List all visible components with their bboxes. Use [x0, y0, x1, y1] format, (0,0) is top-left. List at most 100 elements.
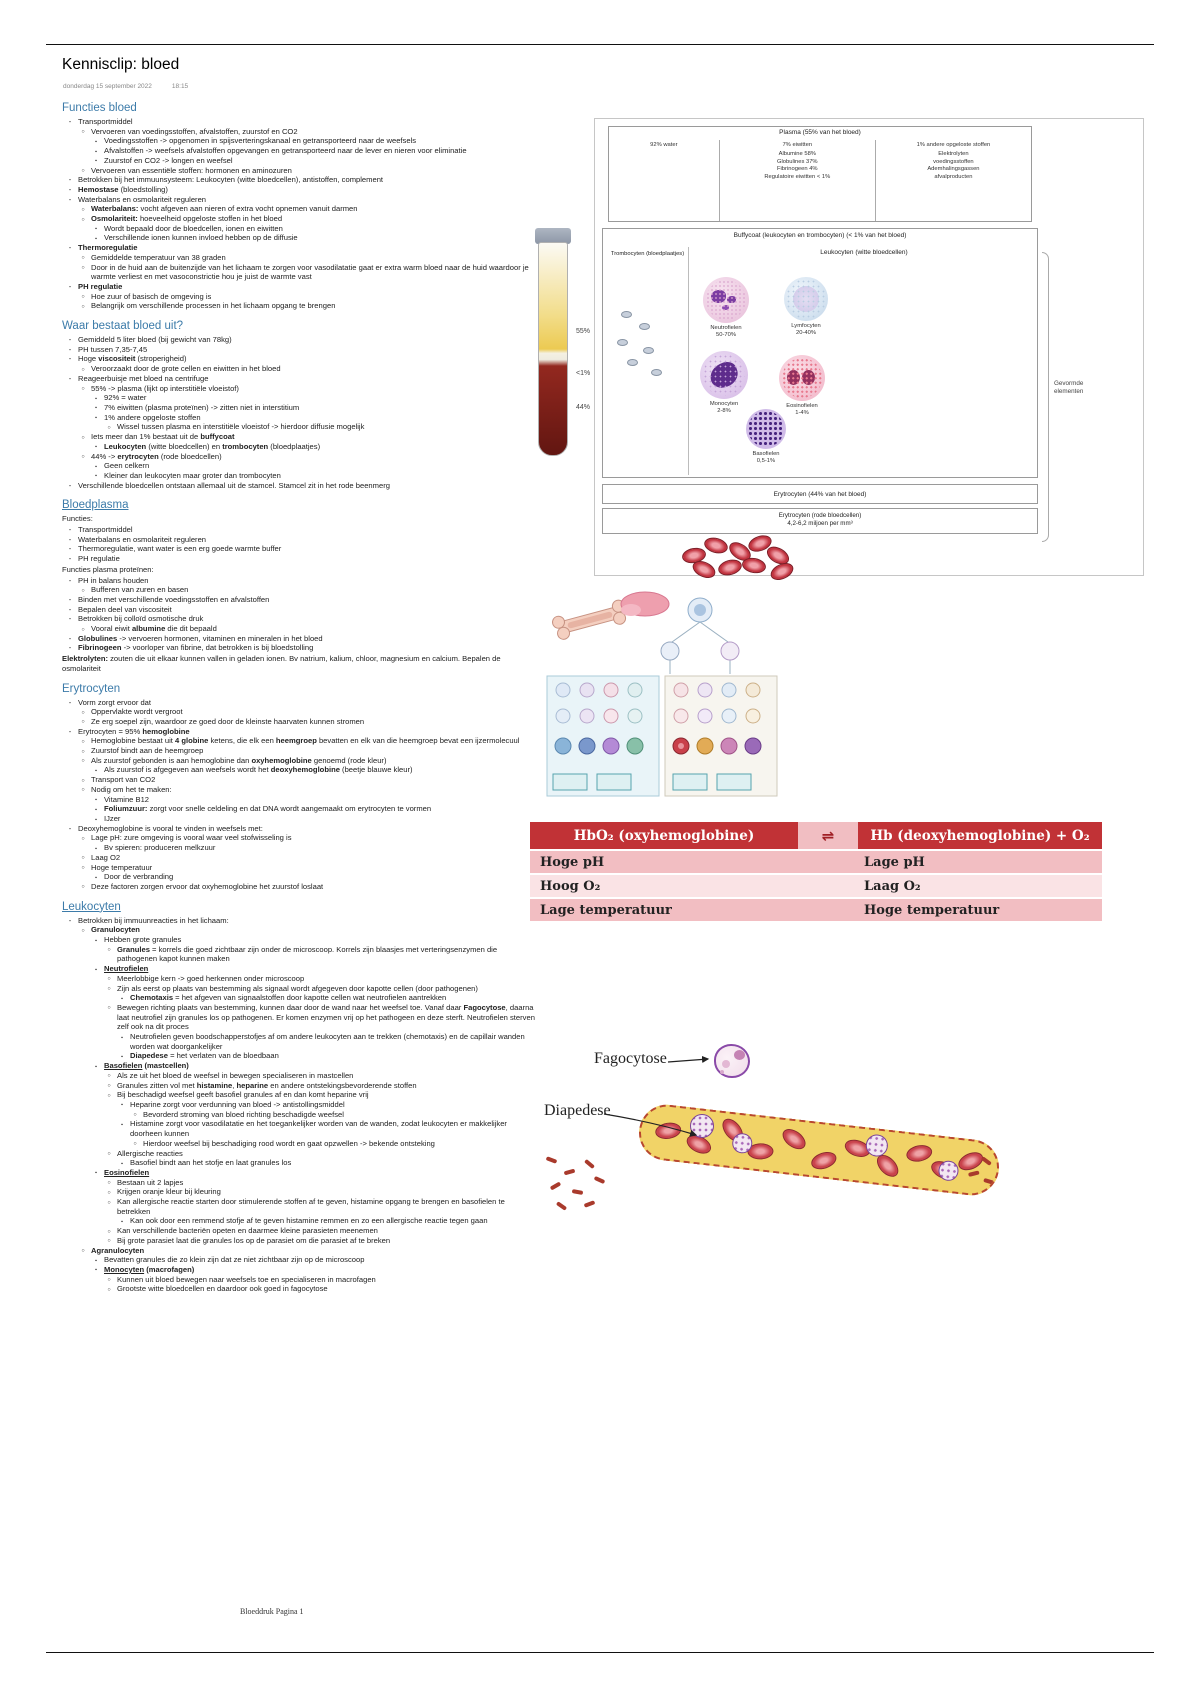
bullet-glyph: ▪: [95, 937, 97, 944]
note-list-item: ○Transport van CO2: [62, 775, 535, 785]
note-list-item: ○Bestaan uit 2 lapjes: [62, 1178, 535, 1188]
item-text: Zuurstof en CO2 -> longen en weefsel: [104, 155, 233, 165]
note-list-item: ▪1% andere opgeloste stoffen: [62, 413, 535, 423]
item-text: Vervoeren van voedingsstoffen, afvalstof…: [91, 126, 298, 136]
note-list-item: ○Granulocyten: [62, 925, 535, 935]
erytrocyt-icon: [716, 557, 744, 578]
note-list-item: ○Hoge temperatuur: [62, 863, 535, 873]
fagocytose-cell-icon: [714, 1044, 750, 1078]
note-list-item: ○Als ze uit het bloed de weefsel in bewe…: [62, 1071, 535, 1081]
bullet-glyph: -: [68, 175, 72, 185]
item-text: Thermoregulatie: [78, 243, 138, 252]
note-list-item: ▪Kan ook door een remmend stofje af te g…: [62, 1216, 535, 1226]
note-list-item: ▪Eosinofielen: [62, 1168, 535, 1178]
note-list-item: ▪7% eiwitten (plasma proteïnen) -> zitte…: [62, 403, 535, 413]
note-paragraph: Elektrolyten: zouten die uit elkaar kunn…: [62, 654, 535, 673]
bullet-glyph: ▪: [95, 138, 97, 145]
item-text: Hebben grote granules: [104, 935, 182, 945]
item-text: Functies:: [62, 514, 93, 524]
bullet-glyph: ○: [81, 129, 85, 136]
bullet-glyph: -: [68, 281, 72, 291]
bullet-glyph: ▪: [95, 797, 97, 804]
note-list-item: ▪IJzer: [62, 814, 535, 824]
bullet-glyph: ○: [81, 787, 85, 794]
note-list-item: ▪Leukocyten (witte bloedcellen) en tromb…: [62, 442, 535, 452]
item-text: Grootste witte bloedcellen en daardoor o…: [117, 1284, 328, 1294]
bullet-glyph: ○: [81, 748, 85, 755]
note-list-item: -Thermoregulatie: [62, 243, 535, 253]
section-heading: Functies bloed: [62, 102, 137, 114]
note-list-item: ○Laag O2: [62, 853, 535, 863]
item-text: Verschillende ionen kunnen invloed hebbe…: [104, 233, 298, 243]
plasma-proteins-column: 7% eiwitten Albumine 58%Globulines 37%Fi…: [718, 140, 875, 221]
erytrocyt-shape: [654, 1120, 683, 1141]
eos-cell-icon: [779, 355, 825, 401]
note-section: Leukocyten-Betrokken bij immuunreacties …: [62, 901, 535, 1294]
bullet-glyph: ▪: [95, 1063, 97, 1070]
buffycoat-box: Buffycoat (leukocyten en trombocyten) (<…: [602, 228, 1038, 478]
bacterium-icon: [555, 1201, 568, 1211]
styled-text: Thermoregulatie: [78, 243, 138, 253]
bullet-glyph: ▪: [95, 816, 97, 823]
label-line: voedingsstoffen: [933, 158, 974, 165]
note-list-item: -Hoge viscositeit (stroperigheid): [62, 354, 535, 364]
item-text: Heparine zorgt voor verdunning van bloed…: [130, 1099, 345, 1109]
item-text: Betrokken bij immuunreacties in het lich…: [78, 915, 229, 925]
styled-text: Globulines: [78, 633, 118, 643]
note-list-item: -Globulines -> vervoeren hormonen, vitam…: [62, 634, 535, 644]
trombocyten-panel: Trombocyten (bloedplaatjes): [607, 247, 689, 475]
note-list-item: -Transportmiddel: [62, 525, 535, 535]
item-text: Wordt bepaald door de bloedcellen, ionen…: [104, 223, 283, 233]
note-list-item: -PH tussen 7,35-7,45: [62, 345, 535, 355]
item-text: Deze factoren zorgen ervoor dat oxyhemog…: [91, 881, 324, 891]
note-list-item: ▪Voedingsstoffen -> opgenomen in spijsve…: [62, 136, 535, 146]
item-text: Waterbalans: vocht afgeven aan nieren of…: [91, 204, 358, 214]
note-paragraph: Functies plasma proteïnen:: [62, 565, 535, 575]
bullet-glyph: ○: [107, 947, 111, 954]
item-text: Bevatten granules die zo klein zijn dat …: [104, 1255, 365, 1265]
bullet-glyph: ○: [81, 216, 85, 223]
bullet-glyph: -: [68, 354, 72, 364]
tube-buffy-percent: <1%: [576, 370, 591, 377]
bullet-glyph: ○: [107, 1228, 111, 1235]
item-text: Neutrofielen geven boodschapperstofjes a…: [130, 1032, 525, 1051]
platelet-icon: [643, 347, 654, 354]
note-list-item: ○Grootste witte bloedcellen en daardoor …: [62, 1284, 535, 1294]
bullet-glyph: ▪: [95, 806, 97, 813]
section-heading: Bloedplasma: [62, 499, 129, 512]
platelet-icon: [621, 311, 632, 318]
bullet-glyph: ○: [81, 454, 85, 460]
erytrocyt-shape: [904, 1142, 934, 1164]
item-text: Bepalen deel van viscositeit: [78, 604, 172, 614]
styled-text: heemgroep: [275, 736, 317, 746]
styled-text: Neutrofielen: [104, 964, 149, 974]
item-text: Bij grote parasiet laat die granules los…: [117, 1235, 391, 1245]
diapedese-cell-icon: [690, 1114, 714, 1138]
note-list-item: ▪Vitamine B12: [62, 795, 535, 805]
item-text: Bij beschadigd weefsel geeft basofiel gr…: [117, 1090, 369, 1100]
note-list-item: ○Gemiddelde temperatuur van 38 graden: [62, 253, 535, 263]
bullet-glyph: ○: [81, 719, 85, 726]
cell-pct: 1-4%: [795, 409, 809, 416]
platelet-icon: [617, 339, 628, 346]
cell-name: Basofielen: [752, 451, 780, 457]
note-list-item: -Verschillende bloedcellen ontstaan alle…: [62, 481, 535, 491]
table-cell: Lage pH: [864, 854, 925, 870]
bullet-glyph: -: [68, 594, 72, 604]
bottom-rule: [46, 1652, 1154, 1653]
leukocyten-label: Leukocyten (witte bloedcellen): [820, 249, 908, 256]
note-list-item: -PH regulatie: [62, 554, 535, 564]
leukocyt-shape: [937, 1159, 960, 1182]
gevormde-bracket: [1042, 252, 1049, 542]
bullet-glyph: -: [68, 697, 72, 707]
item-text: Bufferen van zuren en basen: [91, 585, 189, 595]
bullet-glyph: ▪: [95, 1170, 97, 1177]
styled-text: histamine: [196, 1080, 233, 1090]
bullet-glyph: ▪: [95, 463, 97, 470]
hematopoiese-diagram: [546, 591, 778, 797]
item-text: Osmolariteit: hoeveelheid opgeloste stof…: [91, 214, 283, 224]
note-list-item: ○Agranulocyten: [62, 1246, 535, 1256]
styled-text: PH regulatie: [78, 281, 123, 291]
